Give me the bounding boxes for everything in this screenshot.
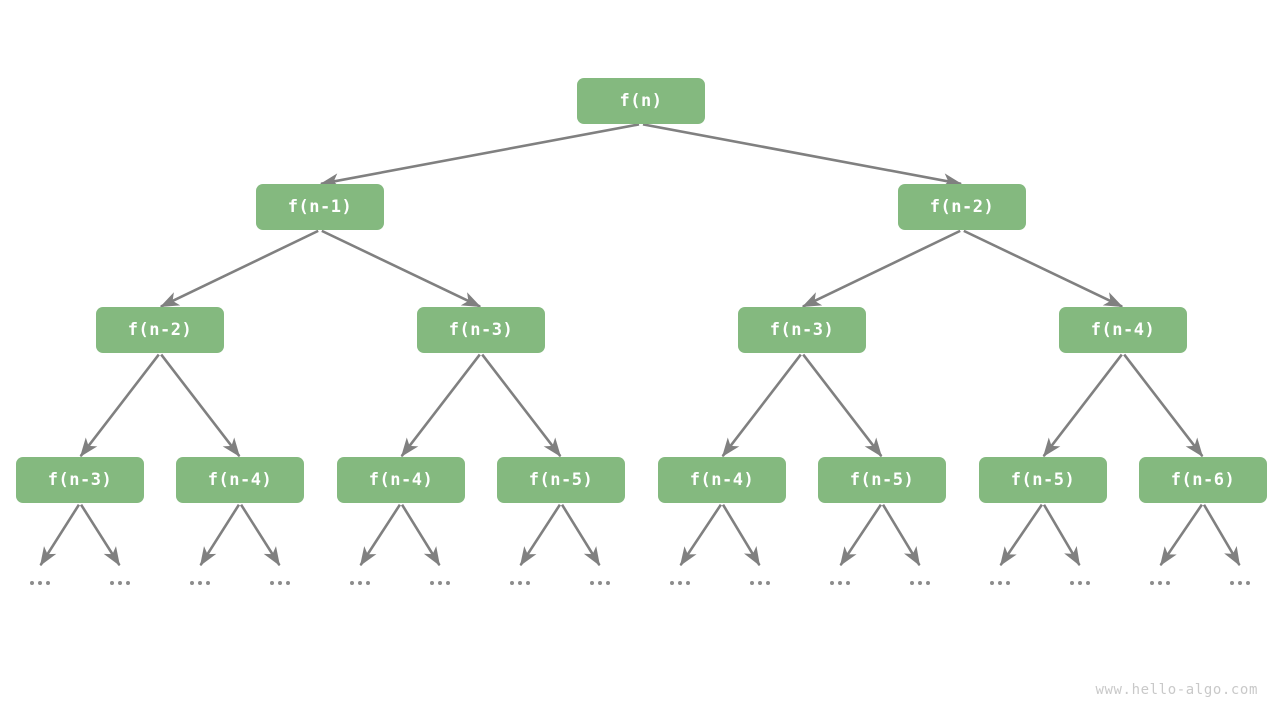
leaf-edge-n13-12	[999, 503, 1043, 567]
leaf-edge-n11-8	[679, 503, 722, 567]
leaf-edge-n10-6	[519, 503, 561, 567]
edge-n6-to-n14	[1123, 353, 1204, 458]
tree-node-n11: f(n-4)	[658, 457, 786, 503]
edge-n5-to-n11	[721, 353, 802, 458]
ellipsis-marker	[350, 581, 370, 585]
leaf-edge-n13-13	[1042, 504, 1081, 567]
leaf-edge-n7-1	[79, 503, 121, 567]
ellipsis-marker	[190, 581, 210, 585]
ellipsis-marker	[430, 581, 450, 585]
edge-n4-to-n9	[400, 353, 481, 458]
leaf-edge-n9-4	[359, 503, 401, 567]
ellipsis-marker	[110, 581, 130, 585]
tree-node-n0: f(n)	[577, 78, 705, 124]
edge-n0-to-n2	[642, 123, 963, 188]
ellipsis-marker	[990, 581, 1010, 585]
tree-node-n4: f(n-3)	[417, 307, 545, 353]
leaf-edge-n8-2	[199, 503, 241, 567]
leaf-edge-n8-3	[239, 503, 281, 567]
edge-n2-to-n5	[801, 229, 961, 308]
ellipsis-marker	[510, 581, 530, 585]
ellipsis-marker	[270, 581, 290, 585]
ellipsis-marker	[750, 581, 770, 585]
tree-node-n6: f(n-4)	[1059, 307, 1187, 353]
ellipsis-marker	[1230, 581, 1250, 585]
edge-n0-to-n1	[319, 123, 640, 188]
edge-n1-to-n3	[159, 229, 319, 308]
tree-node-n12: f(n-5)	[818, 457, 946, 503]
tree-node-n10: f(n-5)	[497, 457, 625, 503]
edge-n1-to-n4	[321, 229, 482, 308]
leaf-edge-n12-11	[881, 504, 921, 567]
leaf-edge-n10-7	[560, 504, 601, 567]
ellipsis-marker	[1150, 581, 1170, 585]
tree-node-n7: f(n-3)	[16, 457, 144, 503]
leaf-edge-n12-10	[839, 503, 882, 567]
tree-node-n13: f(n-5)	[979, 457, 1107, 503]
ellipsis-marker	[30, 581, 50, 585]
edge-n5-to-n12	[802, 353, 883, 458]
ellipsis-marker	[670, 581, 690, 585]
leaf-edge-n14-14	[1159, 503, 1203, 567]
watermark: www.hello-algo.com	[1095, 682, 1258, 698]
edge-n4-to-n10	[481, 353, 562, 458]
tree-node-n3: f(n-2)	[96, 307, 224, 353]
edge-n3-to-n8	[160, 353, 241, 458]
tree-node-n9: f(n-4)	[337, 457, 465, 503]
tree-node-n2: f(n-2)	[898, 184, 1026, 230]
ellipsis-marker	[910, 581, 930, 585]
edge-n3-to-n7	[79, 353, 160, 458]
tree-node-n14: f(n-6)	[1139, 457, 1267, 503]
leaf-edge-n9-5	[400, 504, 441, 567]
edge-n2-to-n6	[963, 229, 1124, 308]
leaf-edge-n11-9	[721, 504, 761, 567]
ellipsis-marker	[830, 581, 850, 585]
tree-node-n1: f(n-1)	[256, 184, 384, 230]
ellipsis-marker	[1070, 581, 1090, 585]
leaf-edge-n7-0	[39, 503, 81, 567]
edge-n6-to-n13	[1042, 353, 1123, 458]
ellipsis-marker	[590, 581, 610, 585]
leaf-edge-n14-15	[1202, 504, 1241, 567]
tree-node-n8: f(n-4)	[176, 457, 304, 503]
tree-node-n5: f(n-3)	[738, 307, 866, 353]
